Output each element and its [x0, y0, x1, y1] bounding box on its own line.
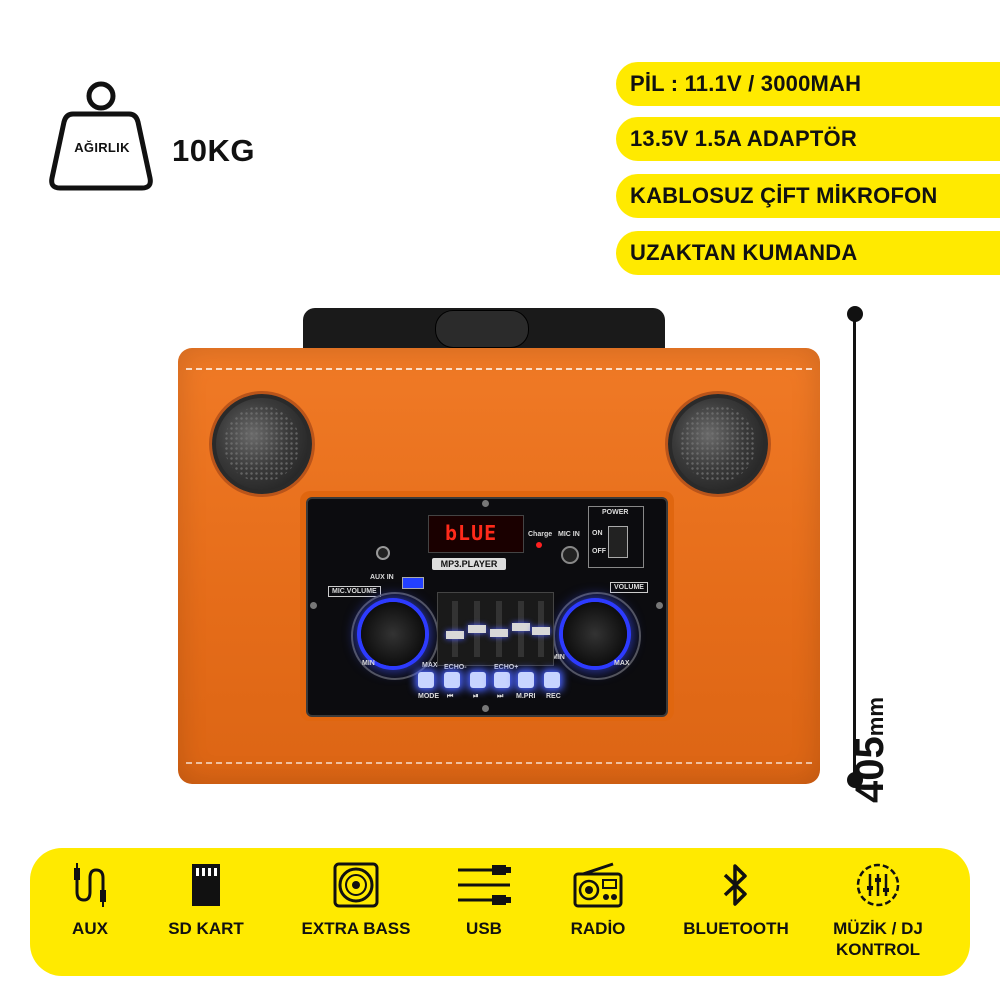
- rec-button[interactable]: [544, 672, 560, 688]
- feature-extra-bass: EXTRA BASS: [296, 862, 416, 939]
- panel-screw: [482, 500, 489, 507]
- cabinet-stitching-top: [186, 368, 812, 370]
- mic-in-label: MIC IN: [558, 531, 580, 538]
- display-text: bLUE: [445, 521, 498, 545]
- spec-adapter: 13.5V 1.5A ADAPTÖR: [616, 117, 1000, 161]
- spec-microphone-text: KABLOSUZ ÇİFT MİKROFON: [630, 183, 938, 208]
- volume-knob-ring: [553, 592, 641, 680]
- play-pause-button[interactable]: [470, 672, 486, 688]
- spec-microphone: KABLOSUZ ÇİFT MİKROFON: [616, 174, 1000, 218]
- dimension-value: 405: [848, 736, 892, 803]
- right-tweeter: [668, 394, 768, 494]
- mp3-player-label: MP3.PLAYER: [432, 558, 506, 570]
- eq-slider-cap[interactable]: [490, 629, 508, 637]
- off-label: OFF: [592, 548, 606, 555]
- previous-button-label: ⏮: [447, 693, 454, 700]
- volume-label: VOLUME: [610, 582, 648, 593]
- rec-button-label: REC: [546, 693, 561, 700]
- panel-screw: [482, 705, 489, 712]
- sd-card-icon: [192, 864, 220, 906]
- charge-label: Charge: [528, 531, 553, 538]
- volume-max-label: MAX: [614, 660, 630, 667]
- feature-dj-control-label: MÜZİK / DJ KONTROL: [833, 919, 923, 959]
- mode-button-label: MODE: [418, 693, 439, 700]
- panel-screw: [656, 602, 663, 609]
- mode-button[interactable]: [418, 672, 434, 688]
- previous-button[interactable]: [444, 672, 460, 688]
- eq-slider[interactable]: [490, 601, 508, 657]
- height-dimension-line: [853, 314, 856, 780]
- usb-port[interactable]: [402, 577, 424, 589]
- feature-radio: RADİO: [538, 862, 658, 939]
- feature-usb-label: USB: [466, 919, 502, 938]
- cabinet-stitching-bottom: [186, 762, 812, 764]
- dimension-dot-bottom: [847, 772, 863, 788]
- dimension-unit: mm: [863, 697, 888, 737]
- m-pri-button[interactable]: [518, 672, 534, 688]
- volume-knob[interactable]: [563, 602, 627, 666]
- m-pri-button-label: M.PRI: [516, 693, 536, 700]
- eq-slider-cap[interactable]: [446, 631, 464, 639]
- echo-minus-label: ECHO-: [444, 664, 467, 671]
- bluetooth-icon: [723, 864, 747, 906]
- next-button-label: ⏭: [497, 693, 504, 700]
- feature-extra-bass-label: EXTRA BASS: [301, 919, 411, 938]
- eq-slider[interactable]: [512, 601, 530, 657]
- eq-slider-cap[interactable]: [532, 627, 550, 635]
- eq-slider[interactable]: [468, 601, 486, 657]
- eq-slider[interactable]: [446, 601, 464, 657]
- spec-battery: PİL : 11.1V / 3000MAH: [616, 62, 1000, 106]
- dimension-dot-top: [847, 306, 863, 322]
- power-label: POWER: [602, 509, 629, 516]
- play-pause-button-label: ⏯: [473, 693, 479, 700]
- panel-screw: [310, 602, 317, 609]
- weight-label: AĞIRLIK: [74, 140, 130, 155]
- charge-led: [536, 542, 542, 548]
- power-switch[interactable]: [608, 526, 628, 558]
- height-dimension-label: 405mm: [848, 670, 892, 830]
- weight-icon: [49, 81, 153, 191]
- eq-slider-cap[interactable]: [512, 623, 530, 631]
- spec-remote-text: UZAKTAN KUMANDA: [630, 240, 858, 265]
- equalizer: [437, 592, 554, 666]
- eq-slider-cap[interactable]: [468, 625, 486, 633]
- led-display: bLUE: [428, 515, 524, 553]
- feature-sd-card: SD KART: [146, 862, 266, 939]
- aux-in-jack[interactable]: [376, 546, 390, 560]
- next-button[interactable]: [494, 672, 510, 688]
- mic-in-jack[interactable]: [561, 546, 579, 564]
- mic-max-label: MAX: [422, 662, 438, 669]
- feature-aux-label: AUX: [72, 919, 108, 938]
- weight-value: 10KG: [172, 133, 255, 168]
- feature-radio-label: RADİO: [570, 919, 626, 938]
- speaker-bass-icon: [333, 862, 379, 908]
- usb-cable-icon: [458, 865, 511, 905]
- feature-bluetooth-label: BLUETOOTH: [683, 919, 789, 938]
- feature-sd-card-label: SD KART: [168, 919, 244, 938]
- echo-plus-label: ECHO+: [494, 664, 519, 671]
- feature-bluetooth: BLUETOOTH: [676, 862, 796, 939]
- feature-usb: USB: [424, 862, 544, 939]
- feature-dj-control: MÜZİK / DJ KONTROL: [818, 862, 938, 960]
- spec-remote: UZAKTAN KUMANDA: [616, 231, 1000, 275]
- on-label: ON: [592, 530, 603, 537]
- power-switch-box: [588, 506, 644, 568]
- aux-cable-icon: [74, 863, 106, 907]
- handle-grip: [435, 310, 529, 348]
- aux-in-label: AUX IN: [370, 574, 394, 581]
- feature-aux: AUX: [30, 862, 150, 939]
- radio-icon: [573, 862, 623, 908]
- volume-min-label: MIN: [552, 654, 565, 661]
- spec-adapter-text: 13.5V 1.5A ADAPTÖR: [630, 126, 857, 151]
- left-tweeter: [212, 394, 312, 494]
- eq-slider[interactable]: [532, 601, 550, 657]
- mic-volume-label: MIC.VOLUME: [328, 586, 381, 597]
- dj-mixer-icon: [856, 863, 900, 907]
- mic-min-label: MIN: [362, 660, 375, 667]
- mic-volume-knob[interactable]: [361, 602, 425, 666]
- spec-battery-text: PİL : 11.1V / 3000MAH: [630, 71, 862, 96]
